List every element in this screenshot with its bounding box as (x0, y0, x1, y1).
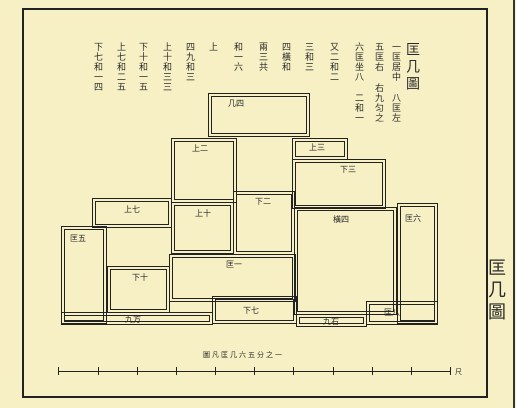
scale-tick (98, 367, 99, 375)
scale-tick (333, 367, 334, 375)
side-title: 匡几圖 (485, 258, 506, 324)
instruction-col-9: 上 (207, 42, 217, 52)
scale-tick (137, 367, 138, 375)
block-jiu6 (61, 312, 213, 325)
scale-tick (411, 367, 412, 375)
plate-frame (22, 8, 488, 398)
instruction-col-7: 兩三共 (257, 42, 267, 72)
block-kuang5 (61, 226, 107, 324)
block-jiu6-label: 九方 (125, 315, 141, 324)
instruction-col-13: 上七和二五 (115, 42, 125, 92)
block-kuang8 (366, 301, 438, 325)
block-xia2-label: 下二 (255, 197, 271, 206)
scale-end-label: 尺 (455, 368, 462, 376)
scale-caption: 圖凡匡几六五分之一 (203, 351, 284, 359)
instruction-col-12: 下十和一五 (137, 42, 147, 92)
block-kuang6-label: 匡六 (405, 214, 421, 223)
scale-tick (58, 367, 59, 375)
instruction-col-4: 又二和二 (328, 42, 338, 82)
instruction-col-8: 和一六 (232, 42, 242, 72)
block-shang3-label: 上三 (309, 143, 325, 152)
block-xia3 (292, 159, 386, 209)
block-xia7-label: 下七 (243, 306, 259, 315)
block-jiu5-label: 九右 (323, 317, 339, 326)
scale-tick (293, 367, 294, 375)
block-kuang1-label: 匡一 (226, 260, 242, 269)
block-kuang8-label: 匡八 (384, 308, 400, 317)
instruction-col-1: 一匡居中 八匡左 (390, 42, 400, 123)
block-heng4-label: 橫四 (333, 215, 349, 224)
instruction-col-6: 四橫和 (280, 42, 290, 72)
page-edge-line (513, 0, 515, 408)
block-shang10-label: 上十 (195, 209, 211, 218)
instruction-col-10: 四九和三 (184, 42, 194, 82)
instruction-col-5: 三和三 (303, 42, 313, 72)
scale-tick (176, 367, 177, 375)
block-ji4-label: 几四 (228, 99, 244, 108)
scale-tick (372, 367, 373, 375)
instruction-col-2: 五匡右 右九匀之 (373, 42, 383, 123)
block-kuang6 (397, 203, 438, 324)
scale-tick (254, 367, 255, 375)
block-shang7-label: 上七 (124, 205, 140, 214)
plate-title: 匡几圖 (404, 42, 420, 93)
instruction-col-11: 上十和三三 (161, 42, 171, 92)
instruction-col-3: 六匡坐八 二和一 (353, 42, 363, 123)
block-kuang5-label: 匡五 (70, 234, 86, 243)
scale-tick (215, 367, 216, 375)
block-xia10-label: 下十 (132, 273, 148, 282)
block-ji4 (208, 93, 310, 137)
block-xia7 (212, 296, 297, 324)
block-shang2-label: 上二 (192, 144, 208, 153)
block-xia3-label: 下三 (340, 165, 356, 174)
instruction-col-14: 下七和一四 (92, 42, 102, 92)
scale-tick (450, 367, 451, 375)
